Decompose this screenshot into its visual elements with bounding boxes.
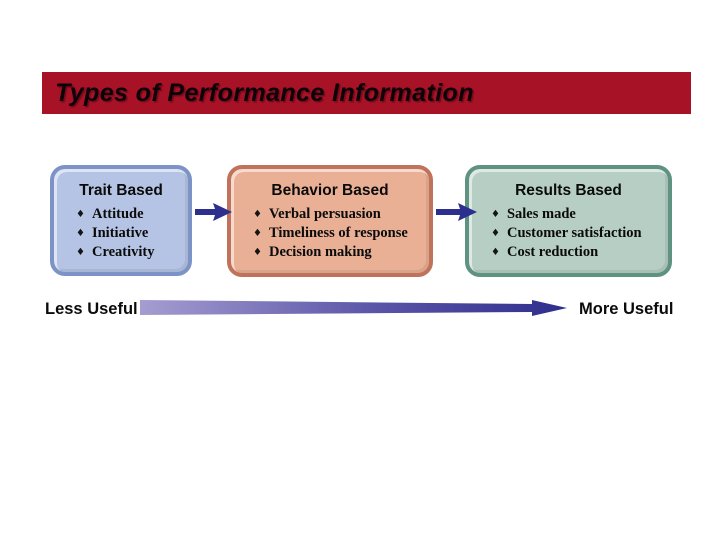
trait-based-header: Trait Based xyxy=(79,182,163,199)
behavior-based-header: Behavior Based xyxy=(271,182,389,199)
bullet-item: ♦ Cost reduction xyxy=(491,243,668,262)
bullet-text: Cost reduction xyxy=(506,244,599,260)
bullet-text: Sales made xyxy=(506,206,576,222)
diamond-bullet-icon: ♦ xyxy=(491,228,500,239)
diamond-bullet-icon: ♦ xyxy=(76,209,85,220)
bullet-item: ♦ Timeliness of response xyxy=(253,224,429,243)
less-useful-label: Less Useful xyxy=(45,300,138,318)
bullet-text: Initiative xyxy=(91,225,149,241)
bullet-item: ♦ Attitude xyxy=(76,205,188,224)
diamond-bullet-icon: ♦ xyxy=(253,228,262,239)
bullet-item: ♦ Sales made xyxy=(491,205,668,224)
more-useful-label: More Useful xyxy=(579,300,674,318)
title-bar: Types of Performance Information xyxy=(42,72,691,114)
slide-title: Types of Performance Information xyxy=(55,79,474,107)
usefulness-gradient-arrow-icon xyxy=(140,300,567,316)
diamond-bullet-icon: ♦ xyxy=(491,209,500,220)
bullet-item: ♦ Initiative xyxy=(76,224,188,243)
diamond-bullet-icon: ♦ xyxy=(76,228,85,239)
arrow-right-icon xyxy=(436,203,477,221)
bullet-text: Attitude xyxy=(91,206,144,222)
bullet-text: Customer satisfaction xyxy=(506,225,642,241)
bullet-item: ♦ Creativity xyxy=(76,243,188,262)
trait-based-bullet-list: ♦ Attitude ♦ Initiative ♦ Creativity xyxy=(54,205,188,262)
results-based-box: Results Based ♦ Sales made ♦ Customer sati… xyxy=(465,165,672,277)
behavior-based-bullet-list: ♦ Verbal persuasion ♦ Timeliness of respon… xyxy=(231,205,429,262)
results-based-header: Results Based xyxy=(515,182,622,199)
bullet-item: ♦ Verbal persuasion xyxy=(253,205,429,224)
bullet-text: Verbal persuasion xyxy=(268,206,381,222)
results-based-bullet-list: ♦ Sales made ♦ Customer satisfaction ♦ Cost… xyxy=(469,205,668,262)
bullet-item: ♦ Decision making xyxy=(253,243,429,262)
arrow-right-icon xyxy=(195,203,232,221)
bullet-text: Decision making xyxy=(268,244,372,260)
trait-based-box: Trait Based ♦ Attitude ♦ Initiative ♦ Creat… xyxy=(50,165,192,276)
bullet-text: Creativity xyxy=(91,244,155,260)
diamond-bullet-icon: ♦ xyxy=(76,247,85,258)
behavior-based-box: Behavior Based ♦ Verbal persuasion ♦ Timel… xyxy=(227,165,433,277)
bullet-item: ♦ Customer satisfaction xyxy=(491,224,668,243)
diamond-bullet-icon: ♦ xyxy=(491,247,500,258)
diamond-bullet-icon: ♦ xyxy=(253,247,262,258)
bullet-text: Timeliness of response xyxy=(268,225,408,241)
diamond-bullet-icon: ♦ xyxy=(253,209,262,220)
